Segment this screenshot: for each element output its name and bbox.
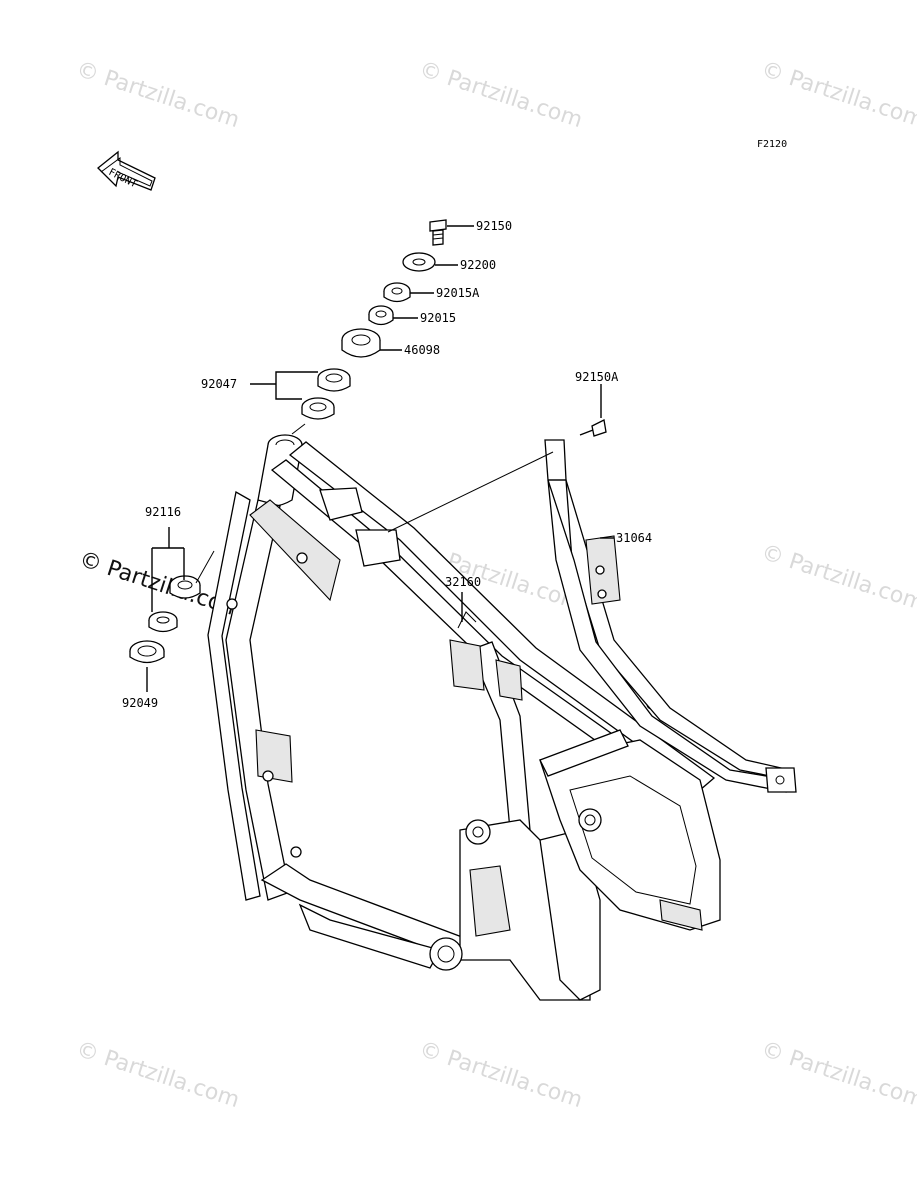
front-arrow-icon: FRONT xyxy=(97,150,156,191)
label-92015A: 92015A xyxy=(436,286,480,300)
reference-code: F2120 xyxy=(757,139,787,150)
watermark: © Partzilla.com xyxy=(73,1037,242,1113)
bolt-92150 xyxy=(429,219,474,246)
seal-46098 xyxy=(341,328,402,358)
washer-92200 xyxy=(402,252,458,272)
label-32160: 32160 xyxy=(445,575,481,589)
label-46098: 46098 xyxy=(404,343,440,357)
label-92150: 92150 xyxy=(476,219,512,233)
part-labels: 92150 92200 92015A 92015 46098 92047 921… xyxy=(122,219,652,710)
bolt-92150A xyxy=(579,384,607,437)
label-92047: 92047 xyxy=(201,377,237,391)
bearing-92047-upper xyxy=(317,368,351,392)
main-frame-31064 xyxy=(207,434,721,1001)
bracket-32160 xyxy=(319,487,363,521)
steering-head-parts xyxy=(250,219,474,435)
label-92200: 92200 xyxy=(460,258,496,272)
watermark: © Partzilla.com xyxy=(73,57,242,133)
bearing-92116-upper xyxy=(169,575,201,599)
watermark: © Partzilla.com xyxy=(416,57,585,133)
watermark: © Partzilla.com xyxy=(416,1037,585,1113)
nut-92116-lower xyxy=(148,611,178,633)
watermark: © Partzilla.com xyxy=(758,57,917,133)
label-31064: 31064 xyxy=(616,531,652,545)
bearing-92047-lower xyxy=(301,397,335,420)
nut-92015A xyxy=(383,282,434,303)
rear-rail xyxy=(387,384,797,793)
watermark: © Partzilla.com xyxy=(758,1037,917,1113)
label-92015: 92015 xyxy=(420,311,456,325)
nut-92015 xyxy=(368,305,418,326)
label-92049: 92049 xyxy=(122,696,158,710)
watermark: © Partzilla.com xyxy=(758,540,917,616)
lower-steering-parts xyxy=(129,527,215,692)
label-92150A: 92150A xyxy=(575,370,619,384)
seal-92049 xyxy=(129,640,165,664)
label-92116: 92116 xyxy=(145,505,181,519)
